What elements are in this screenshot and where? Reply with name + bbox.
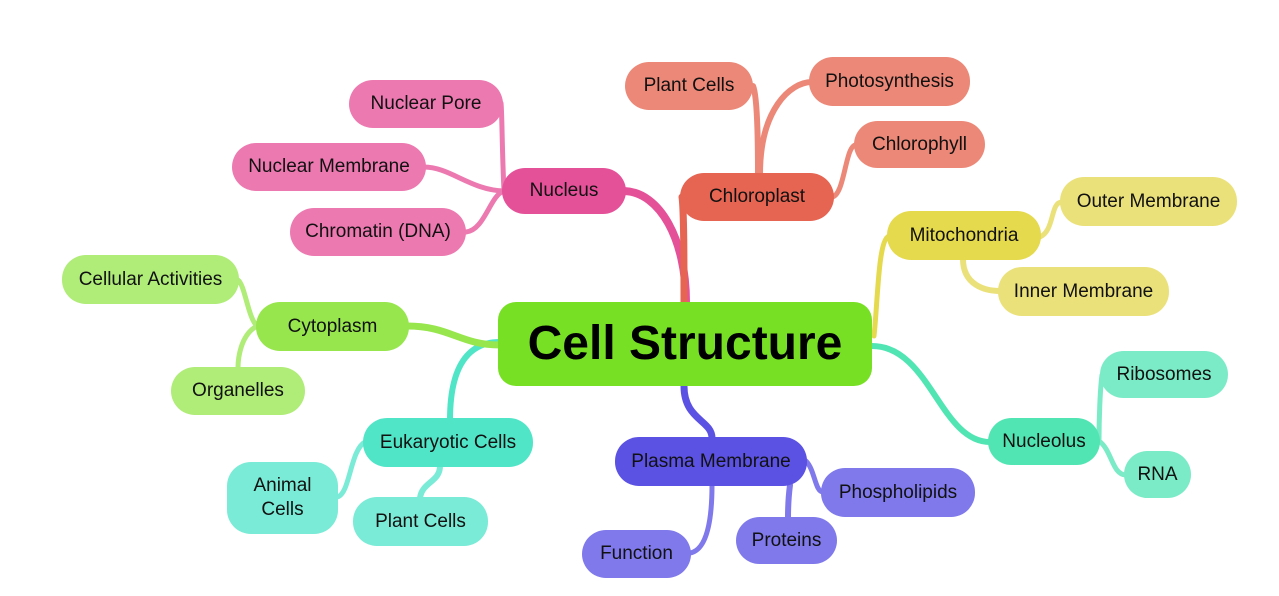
connector-root-chloroplast [678, 193, 688, 306]
connector-chloroplast-chlorophyll [829, 142, 859, 200]
connector-root-mitochondria [871, 233, 892, 339]
subtopic-plant-cells-chloroplast[interactable]: Plant Cells [625, 62, 753, 110]
topic-plasma-membrane[interactable]: Plasma Membrane [615, 437, 807, 486]
subtopic-outer-membrane[interactable]: Outer Membrane [1060, 177, 1237, 226]
subtopic-nuclear-pore[interactable]: Nuclear Pore [349, 80, 503, 128]
subtopic-animal-cells[interactable]: Animal Cells [227, 462, 338, 534]
topic-nucleolus[interactable]: Nucleolus [988, 418, 1100, 465]
connector-cytoplasm-cellular [235, 277, 260, 329]
connector-nucleolus-rna [1096, 438, 1129, 478]
connector-root-eukaryotic [447, 339, 503, 423]
connector-eukaryotic-animal [334, 439, 368, 500]
subtopic-organelles[interactable]: Organelles [171, 367, 305, 415]
connector-cytoplasm-organelles [235, 323, 260, 371]
subtopic-phospholipids[interactable]: Phospholipids [821, 468, 975, 517]
connector-root-plasma [680, 382, 716, 442]
subtopic-chromatin-dna[interactable]: Chromatin (DNA) [290, 208, 466, 256]
connector-mitochondria-inner [960, 256, 1003, 294]
topic-eukaryotic-cells[interactable]: Eukaryotic Cells [363, 418, 533, 467]
subtopic-plant-cells-eukaryotic[interactable]: Plant Cells [353, 497, 488, 546]
connector-nucleus-nuclear-pore [498, 100, 507, 194]
connector-plasma-proteins [785, 482, 793, 521]
subtopic-ribosomes[interactable]: Ribosomes [1100, 351, 1228, 398]
connector-mitochondria-outer [1037, 199, 1065, 240]
subtopic-cellular-activities[interactable]: Cellular Activities [62, 255, 239, 304]
connector-nucleus-chromatin [463, 188, 507, 235]
connector-root-cytoplasm [403, 322, 504, 349]
subtopic-photosynthesis[interactable]: Photosynthesis [809, 57, 970, 106]
connector-chloroplast-plant-cells [750, 83, 761, 177]
connector-root-nucleolus [869, 343, 993, 445]
connector-nucleus-nuclear-membrane [421, 164, 507, 194]
connector-chloroplast-photosynthesis [757, 79, 815, 177]
subtopic-proteins[interactable]: Proteins [736, 517, 837, 564]
topic-mitochondria[interactable]: Mitochondria [887, 211, 1041, 260]
connector-root-nucleus [620, 187, 690, 306]
subtopic-chlorophyll[interactable]: Chlorophyll [854, 121, 985, 168]
subtopic-function[interactable]: Function [582, 530, 691, 578]
connector-eukaryotic-plant [417, 463, 443, 501]
topic-nucleus[interactable]: Nucleus [502, 168, 626, 214]
subtopic-nuclear-membrane[interactable]: Nuclear Membrane [232, 143, 426, 191]
subtopic-inner-membrane[interactable]: Inner Membrane [998, 267, 1169, 316]
topic-cytoplasm[interactable]: Cytoplasm [256, 302, 409, 351]
subtopic-rna[interactable]: RNA [1124, 451, 1191, 498]
connector-plasma-function [687, 482, 715, 556]
topic-chloroplast[interactable]: Chloroplast [680, 173, 834, 221]
root-node-cell-structure[interactable]: Cell Structure [498, 302, 872, 386]
